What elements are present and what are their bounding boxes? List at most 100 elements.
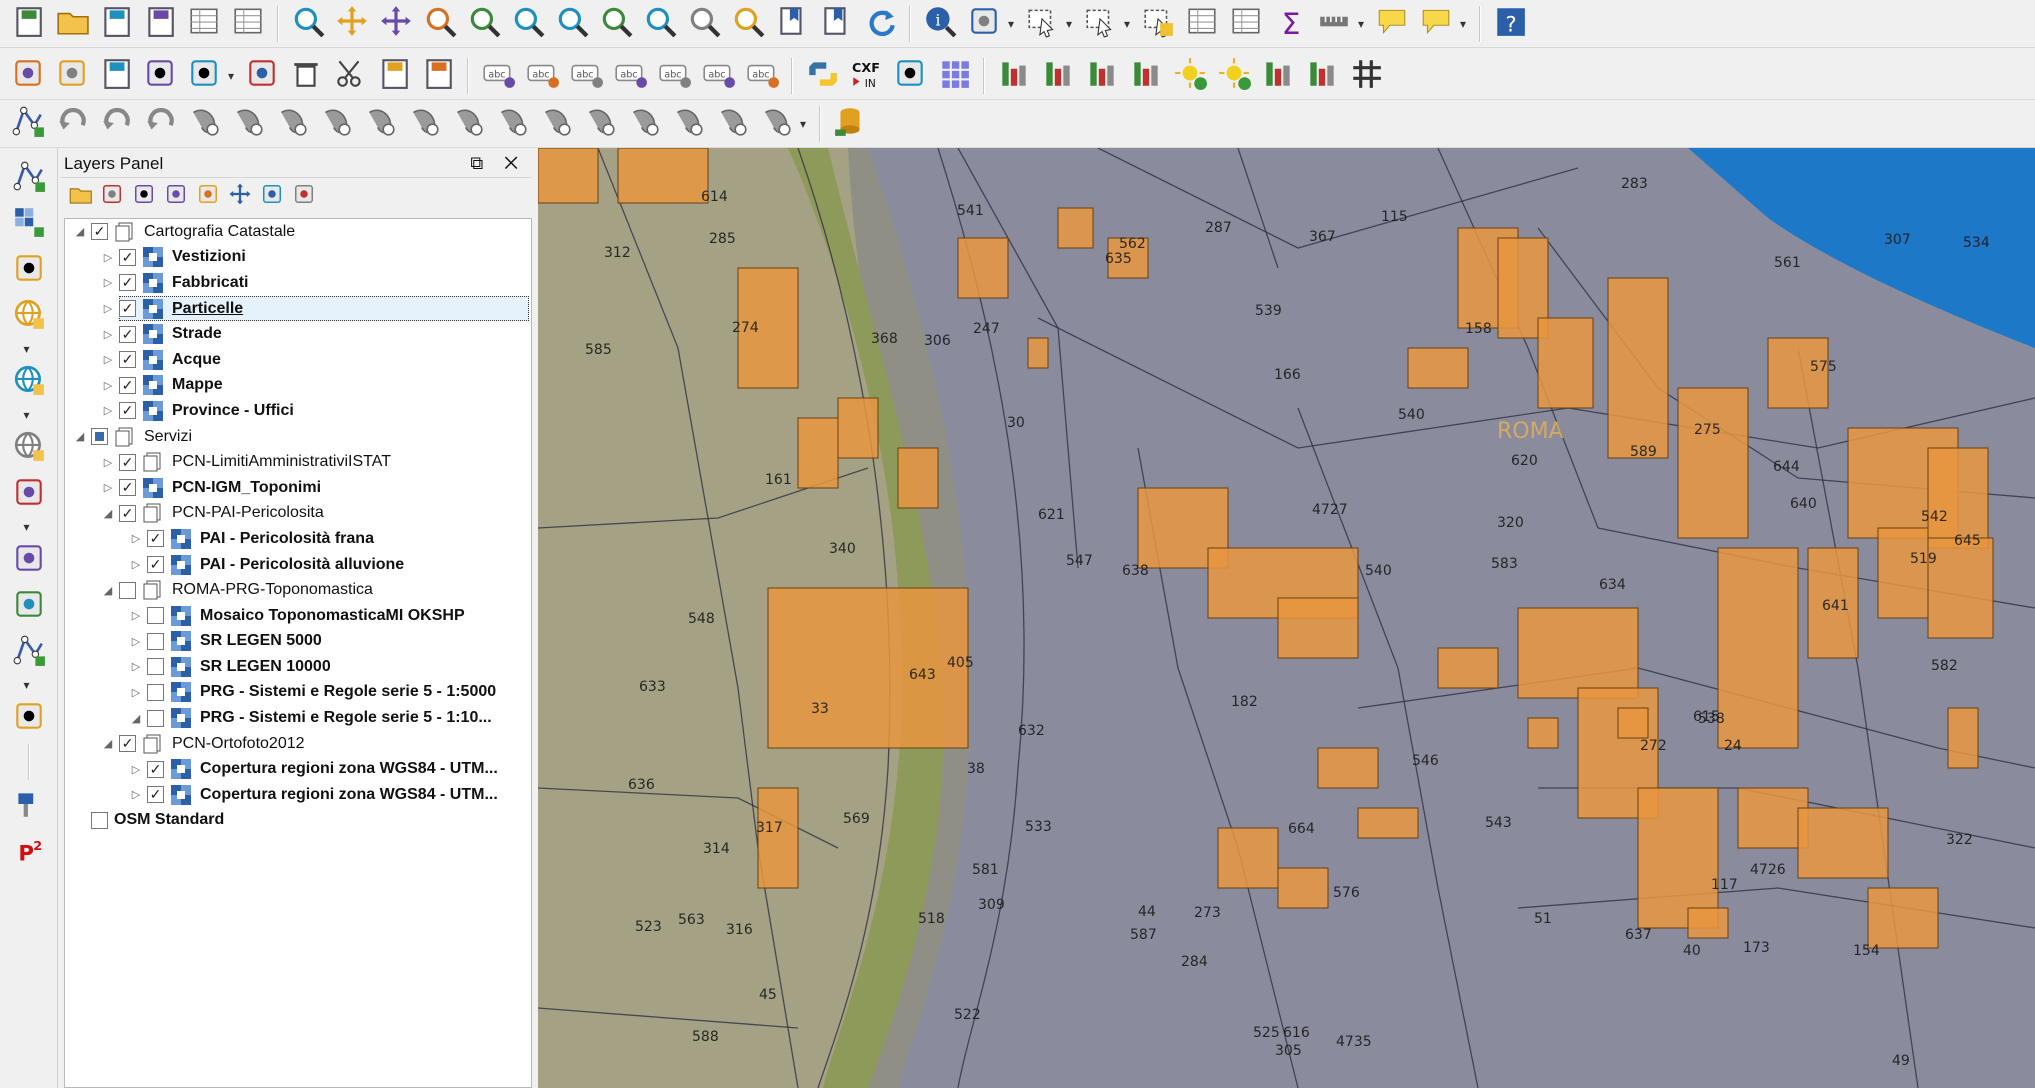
- highlight-labels-button[interactable]: abc: [566, 56, 606, 96]
- layer-row-mappe[interactable]: ▷✓Mappe: [65, 373, 531, 399]
- advanced-4-button[interactable]: [316, 104, 356, 144]
- new-print-layout-button[interactable]: [184, 4, 224, 44]
- layer-visibility-checkbox[interactable]: [147, 658, 164, 676]
- expand-arrow-icon[interactable]: ▷: [131, 559, 141, 572]
- paste-features-button[interactable]: [418, 56, 458, 96]
- show-hide-labels-button[interactable]: abc: [610, 56, 650, 96]
- panel-window-controls[interactable]: ⧉ ✕: [470, 153, 526, 173]
- help-button[interactable]: ?: [1490, 4, 1530, 44]
- expand-arrow-icon[interactable]: ▷: [131, 533, 141, 546]
- rotate-label-button[interactable]: abc: [698, 56, 738, 96]
- touch-zoom-button[interactable]: [288, 4, 328, 44]
- layer-row-strade[interactable]: ▷✓Strade: [65, 321, 531, 347]
- layer-row-sr10000[interactable]: ▷SR LEGEN 10000: [65, 654, 531, 680]
- advanced-9-button[interactable]: [536, 104, 576, 144]
- delete-selected-button[interactable]: [286, 56, 326, 96]
- expand-all-icon[interactable]: [228, 182, 252, 211]
- layer-row-vestizioni[interactable]: ▷✓Vestizioni: [65, 245, 531, 271]
- show-bookmarks-button[interactable]: [816, 4, 856, 44]
- add-mssql-button[interactable]: [6, 586, 52, 626]
- expand-arrow-icon[interactable]: ▷: [103, 405, 113, 418]
- current-edits-button[interactable]: [52, 56, 92, 96]
- layer-visibility-checkbox[interactable]: [147, 709, 164, 727]
- layer-visibility-checkbox[interactable]: ✓: [119, 300, 136, 318]
- layer-visibility-checkbox[interactable]: ✓: [119, 325, 136, 343]
- layer-row-ortofoto[interactable]: ◢✓PCN-Ortofoto2012: [65, 731, 531, 757]
- layer-row-copertura2[interactable]: ▷✓Copertura regioni zona WGS84 - UTM...: [65, 782, 531, 808]
- dropdown-arrow-icon[interactable]: ▾: [1124, 16, 1131, 31]
- toggle-editing-button[interactable]: [8, 56, 48, 96]
- layer-visibility-checkbox[interactable]: [119, 581, 136, 599]
- zoom-native-button[interactable]: [508, 4, 548, 44]
- add-raster-layer-button[interactable]: [6, 204, 52, 244]
- dropdown-arrow-icon[interactable]: ▾: [1066, 16, 1073, 31]
- zoom-in-button[interactable]: [420, 4, 460, 44]
- layer-visibility-checkbox[interactable]: ✓: [91, 223, 108, 241]
- pan-button[interactable]: [332, 4, 372, 44]
- dropdown-arrow-icon[interactable]: ▾: [228, 68, 235, 83]
- filter-expression-icon[interactable]: [196, 182, 220, 211]
- advanced-2-button[interactable]: [228, 104, 268, 144]
- expand-arrow-icon[interactable]: ▷: [131, 635, 141, 648]
- advanced-1-button[interactable]: [184, 104, 224, 144]
- layer-visibility-checkbox[interactable]: ✓: [147, 530, 164, 548]
- expand-arrow-icon[interactable]: ▷: [131, 789, 141, 802]
- collapse-arrow-icon[interactable]: ◢: [103, 738, 113, 751]
- layer-visibility-checkbox[interactable]: [91, 811, 108, 829]
- dropdown-arrow-icon[interactable]: ▾: [23, 520, 30, 534]
- dropdown-arrow-icon[interactable]: ▾: [1460, 16, 1467, 31]
- new-temp-layer-button[interactable]: [6, 698, 52, 738]
- layer-row-roma-prg[interactable]: ◢ROMA-PRG-Toponomastica: [65, 577, 531, 603]
- plugin-1-button[interactable]: [994, 56, 1034, 96]
- node-tool-button[interactable]: [242, 56, 282, 96]
- layer-row-servizi[interactable]: ◢Servizi: [65, 424, 531, 450]
- advanced-5-button[interactable]: [360, 104, 400, 144]
- add-vector-layer-button[interactable]: [6, 158, 52, 198]
- layer-row-copertura1[interactable]: ▷✓Copertura regioni zona WGS84 - UTM...: [65, 756, 531, 782]
- remove-layer-icon[interactable]: [292, 182, 316, 211]
- expand-arrow-icon[interactable]: ▷: [131, 763, 141, 776]
- deselect-button[interactable]: [1138, 4, 1178, 44]
- select-expression-button[interactable]: [1080, 4, 1120, 44]
- layer-visibility-checkbox[interactable]: [91, 428, 108, 446]
- zoom-last-button[interactable]: [684, 4, 724, 44]
- collapse-all-icon[interactable]: [260, 182, 284, 211]
- dropdown-arrow-icon[interactable]: ▾: [1358, 16, 1365, 31]
- layer-visibility-checkbox[interactable]: ✓: [119, 248, 136, 266]
- layer-visibility-checkbox[interactable]: ✓: [147, 786, 164, 804]
- collapse-arrow-icon[interactable]: ◢: [103, 507, 113, 520]
- annotation-button[interactable]: [1372, 4, 1412, 44]
- layer-visibility-checkbox[interactable]: ✓: [119, 351, 136, 369]
- advanced-10-button[interactable]: [580, 104, 620, 144]
- add-spatialite-button[interactable]: [6, 540, 52, 580]
- layer-row-pcn-pai[interactable]: ◢✓PCN-PAI-Pericolosita: [65, 501, 531, 527]
- layer-row-pcn-limiti[interactable]: ▷✓PCN-LimitiAmministrativiISTAT: [65, 449, 531, 475]
- collapse-arrow-icon[interactable]: ◢: [75, 431, 85, 444]
- grid-button[interactable]: [934, 56, 974, 96]
- map-tips-button[interactable]: [1416, 4, 1456, 44]
- add-group-icon[interactable]: [100, 182, 124, 211]
- dropdown-arrow-icon[interactable]: ▾: [23, 342, 30, 356]
- expand-arrow-icon[interactable]: ▷: [103, 303, 113, 316]
- zoom-to-selection-button[interactable]: [596, 4, 636, 44]
- new-bookmark-button[interactable]: [772, 4, 812, 44]
- layout-manager-button[interactable]: [228, 4, 268, 44]
- layer-visibility-checkbox[interactable]: ✓: [119, 504, 136, 522]
- digitize-button[interactable]: [8, 104, 48, 144]
- sun-move-button[interactable]: [1214, 56, 1254, 96]
- move-label-button[interactable]: abc: [654, 56, 694, 96]
- new-project-button[interactable]: [8, 4, 48, 44]
- plugin-6-button[interactable]: [1302, 56, 1342, 96]
- plugin-4-button[interactable]: [1126, 56, 1166, 96]
- dropdown-arrow-icon[interactable]: ▾: [800, 116, 807, 131]
- layer-row-sr5000[interactable]: ▷SR LEGEN 5000: [65, 629, 531, 655]
- layer-visibility-checkbox[interactable]: ✓: [119, 376, 136, 394]
- expand-arrow-icon[interactable]: ▷: [103, 379, 113, 392]
- grid-hash-button[interactable]: [1346, 56, 1386, 96]
- layer-row-pai-frana[interactable]: ▷✓PAI - Pericolosità frana: [65, 526, 531, 552]
- layer-row-fabbricati[interactable]: ▷✓Fabbricati: [65, 270, 531, 296]
- add-postgis-button[interactable]: [6, 296, 52, 336]
- add-wfs-button[interactable]: [6, 428, 52, 468]
